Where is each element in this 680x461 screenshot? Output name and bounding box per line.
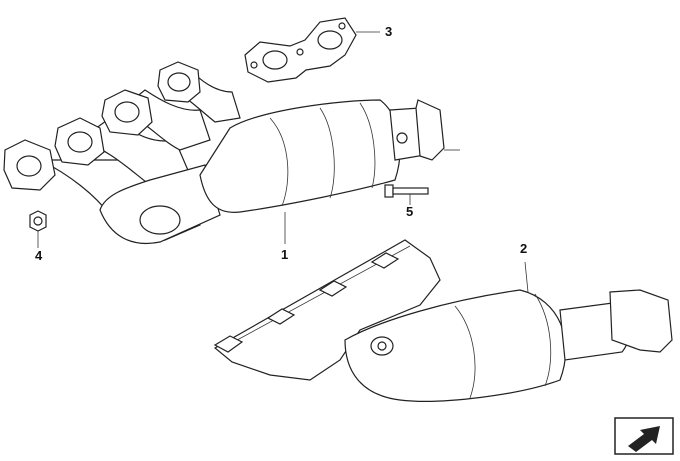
part-3-gasket [244, 17, 380, 83]
part-1-exhaust-manifold-front [3, 61, 460, 244]
callout-2: 2 [520, 241, 528, 256]
callout-5: 5 [406, 204, 414, 219]
rear-manifold-flange-tabs [213, 252, 400, 353]
callout-4: 4 [35, 248, 43, 263]
callout-3: 3 [385, 24, 393, 39]
part-2-exhaust-manifold-rear [213, 239, 673, 402]
arrow-box-icon [614, 417, 674, 455]
part-5-bolt [384, 184, 429, 205]
manifold-flange [3, 61, 201, 191]
callout-1: 1 [281, 247, 289, 262]
part-4-nut [29, 210, 47, 248]
